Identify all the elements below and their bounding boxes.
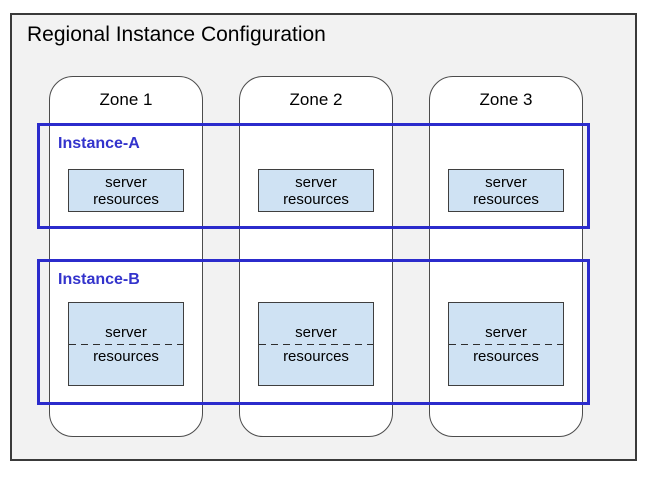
server-box-line: server <box>485 173 527 191</box>
server-box-line: server <box>105 173 147 191</box>
instance-b-box: Instance-B <box>37 259 590 405</box>
zone-2-label: Zone 2 <box>289 90 343 109</box>
instance-a-box: Instance-A <box>37 123 590 229</box>
server-resources-box: server resources <box>68 169 184 212</box>
dashed-divider <box>259 343 373 345</box>
server-box-line: server <box>295 173 337 191</box>
instance-b-label: Instance-B <box>58 271 140 288</box>
server-resources-box: server resources <box>258 169 374 212</box>
dashed-divider <box>69 343 183 345</box>
server-box-line: server <box>295 323 337 341</box>
server-resources-box: server resources <box>68 302 184 386</box>
zone-3-label: Zone 3 <box>479 90 533 109</box>
server-box-line: resources <box>93 347 159 365</box>
server-resources-box: server resources <box>258 302 374 386</box>
server-resources-box: server resources <box>448 302 564 386</box>
server-box-line: server <box>485 323 527 341</box>
server-box-line: resources <box>283 190 349 208</box>
diagram-title: Regional Instance Configuration <box>27 23 326 46</box>
server-box-line: resources <box>283 347 349 365</box>
region-container: Regional Instance Configuration Zone 1 Z… <box>10 13 637 461</box>
server-box-line: resources <box>93 190 159 208</box>
server-box-line: server <box>105 323 147 341</box>
dashed-divider <box>449 343 563 345</box>
server-resources-box: server resources <box>448 169 564 212</box>
instance-a-label: Instance-A <box>58 135 140 152</box>
zone-1-label: Zone 1 <box>99 90 153 109</box>
server-box-line: resources <box>473 190 539 208</box>
server-box-line: resources <box>473 347 539 365</box>
